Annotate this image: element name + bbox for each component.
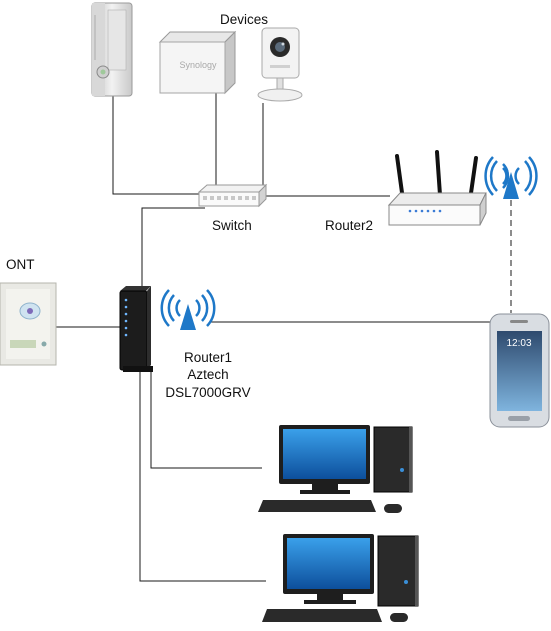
nas-brand-label: Synology xyxy=(179,60,217,70)
link-console-switch xyxy=(112,95,200,195)
adsl-router-icon xyxy=(119,286,153,372)
network-switch-icon xyxy=(197,183,268,208)
router1-label-line2: Aztech xyxy=(187,367,229,382)
router1-label-line1: Router1 xyxy=(183,350,233,365)
nas-icon: Synology xyxy=(158,30,237,95)
router2-label: Router2 xyxy=(325,218,374,233)
ont-device-icon xyxy=(0,282,57,366)
desktop-computer-icon xyxy=(258,425,413,513)
link-router1-pc2 xyxy=(139,372,266,582)
link-switch-router1 xyxy=(141,207,205,288)
phone-clock: 12:03 xyxy=(506,338,531,349)
router1-label-line3: DSL7000GRV xyxy=(165,385,251,400)
wireless-router-icon xyxy=(387,150,487,226)
smartphone-icon: 12:03 xyxy=(489,313,550,428)
ont-label: ONT xyxy=(6,257,35,272)
connection-lines xyxy=(54,90,512,582)
wifi-signal-icon xyxy=(160,289,216,330)
devices-label: Devices xyxy=(220,12,269,27)
link-router1-pc1 xyxy=(150,372,262,469)
ip-camera-icon xyxy=(257,27,303,102)
wifi-signal-icon xyxy=(484,156,538,199)
switch-label: Switch xyxy=(212,218,252,233)
desktop-computer-icon xyxy=(262,534,419,622)
game-console-icon xyxy=(91,2,133,97)
